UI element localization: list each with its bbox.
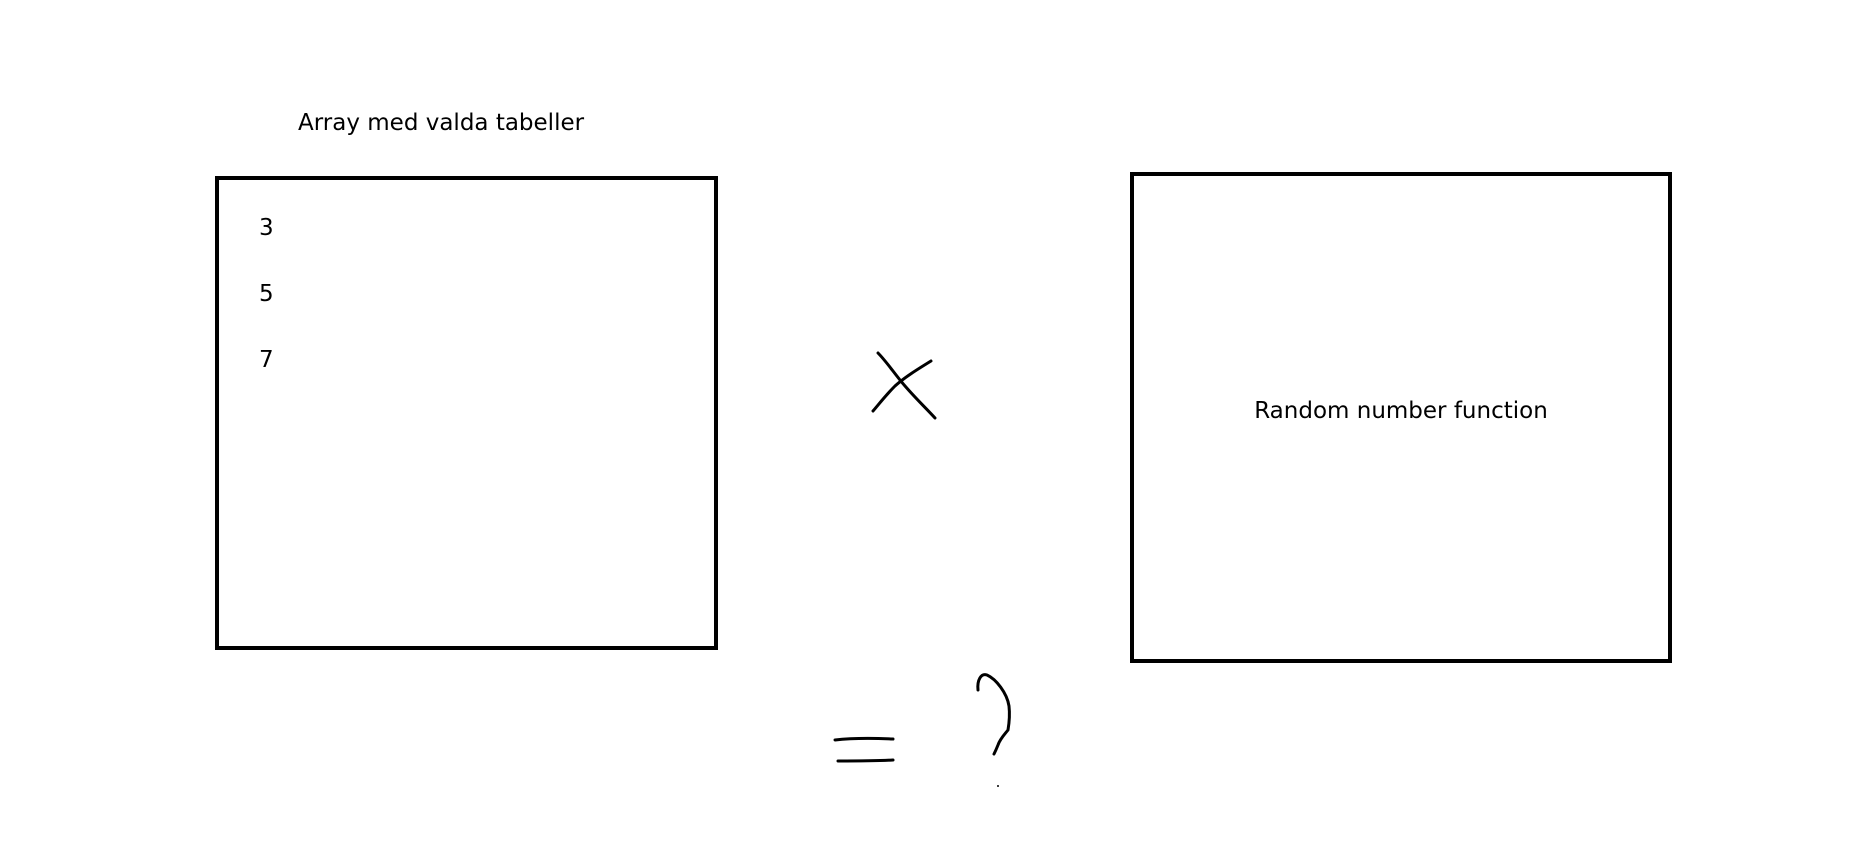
array-value: 5 [259, 281, 274, 307]
random-function-label: Random number function [1254, 398, 1548, 424]
array-title: Array med valda tabeller [298, 110, 585, 136]
question-mark-icon [976, 673, 1011, 787]
multiply-sign-icon [871, 351, 937, 420]
array-value: 7 [259, 347, 274, 373]
array-value: 3 [259, 215, 274, 241]
array-box: 3 5 7 [215, 176, 718, 650]
random-function-box: Random number function [1130, 172, 1672, 663]
equals-sign-icon [833, 736, 895, 763]
